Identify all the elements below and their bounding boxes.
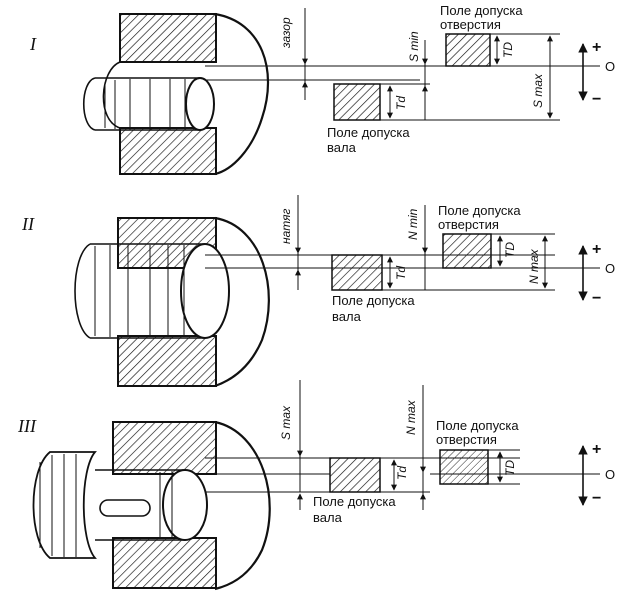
row-1-shaft-tol: Td: [394, 96, 408, 110]
row-3-shaft: [32, 451, 208, 559]
row-2: II натяг Td Поле допуск: [21, 195, 615, 388]
row-1-shaft-zone: [333, 83, 381, 121]
row-2-hole-zone: [442, 233, 492, 269]
row-1: I зазор: [29, 3, 615, 176]
row-3-minus: −: [592, 490, 601, 507]
row-3-plus: +: [592, 441, 601, 458]
row-3-hole-label-2: отверстия: [436, 432, 497, 447]
row-3-numeral: III: [17, 416, 37, 436]
row-2-hole-tol: TD: [503, 242, 517, 258]
row-3-shaft-label-2: вала: [313, 510, 343, 525]
row-2-max-label: N max: [527, 248, 541, 284]
row-2-shaft-tol: Td: [394, 266, 408, 280]
row-3-limit-label: N max: [404, 399, 418, 435]
row-1-shaft: [83, 77, 215, 131]
row-1-plus: +: [592, 39, 601, 56]
row-2-shaft: [74, 243, 230, 339]
row-3-shaft-zone: [329, 457, 381, 493]
row-3: III S max Td Пол: [17, 380, 615, 591]
row-2-gap-label: натяг: [279, 208, 293, 244]
row-1-shaft-label-2: вала: [327, 140, 357, 155]
row-1-max-label: S max: [531, 73, 545, 108]
row-1-shaft-label-1: Поле допуска: [327, 125, 410, 140]
row-3-shaft-tol: Td: [395, 466, 409, 480]
row-1-limit-label: S min: [407, 31, 421, 62]
row-1-hole-tol: TD: [501, 42, 515, 58]
row-2-hole-label-1: Поле допуска: [438, 203, 521, 218]
row-3-hole-zone: [439, 449, 489, 485]
row-1-minus: −: [592, 91, 601, 108]
row-2-zero: O: [605, 261, 615, 276]
row-1-gap-label: зазор: [279, 17, 293, 49]
row-2-plus: +: [592, 241, 601, 258]
row-1-hole-label-1: Поле допуска: [440, 3, 523, 18]
row-3-hole-label-1: Поле допуска: [436, 418, 519, 433]
row-1-hole-label-2: отверстия: [440, 17, 501, 32]
row-3-zero: O: [605, 467, 615, 482]
row-2-shaft-zone: [331, 254, 383, 291]
row-1-housing: [102, 12, 270, 176]
row-1-zero: O: [605, 59, 615, 74]
row-1-numeral: I: [29, 34, 37, 54]
row-2-numeral: II: [21, 214, 35, 234]
row-3-gap-label: S max: [279, 405, 293, 440]
row-2-hole-label-2: отверстия: [438, 217, 499, 232]
row-3-shaft-label-1: Поле допуска: [313, 494, 396, 509]
row-2-limit-label: N min: [406, 208, 420, 240]
row-2-housing: [117, 216, 270, 388]
row-2-shaft-label-1: Поле допуска: [332, 293, 415, 308]
row-2-shaft-label-2: вала: [332, 309, 362, 324]
row-3-hole-tol: TD: [503, 460, 517, 476]
row-3-housing: [112, 420, 271, 591]
row-2-minus: −: [592, 290, 601, 307]
row-1-hole-zone: [445, 33, 491, 67]
